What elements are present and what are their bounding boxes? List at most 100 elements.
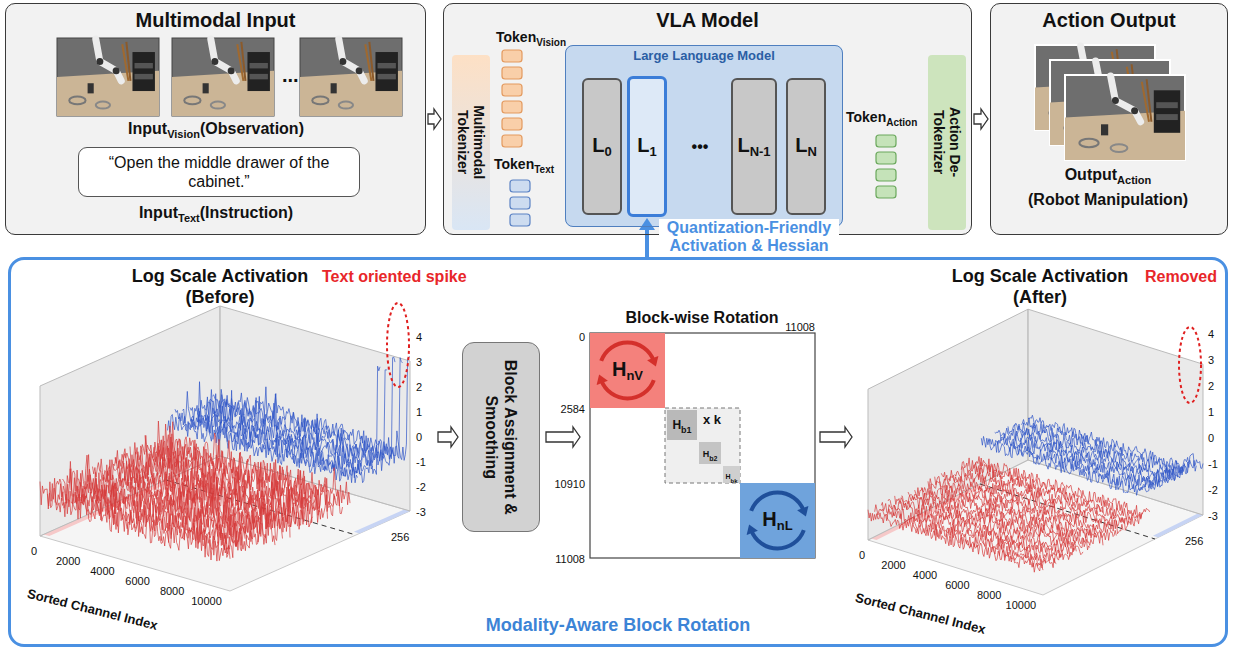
plate: [312, 97, 328, 105]
chart-title: Log Scale Activation: [132, 266, 308, 286]
drawer: [135, 74, 153, 79]
label-group: 0: [416, 427, 422, 445]
layer-index: N: [807, 144, 816, 159]
robot-scene: [57, 38, 159, 116]
connector-line: [645, 229, 649, 259]
robot-joint: [1112, 97, 1119, 104]
bottle: [331, 83, 337, 93]
panel-fill: [443, 3, 972, 235]
label-group: 8000: [977, 585, 1001, 603]
callout-note: Removed: [1145, 268, 1217, 285]
panel-fills: [5, 3, 1228, 647]
input-label: Input: [139, 204, 178, 221]
highlight-ellipse: [1179, 327, 1201, 403]
axis-tick: 3: [1208, 354, 1214, 366]
activation-surface: [63, 469, 253, 551]
vision-token: [502, 50, 522, 62]
plate: [184, 97, 200, 105]
connector-arrow: [974, 109, 988, 129]
robot-joint: [96, 58, 103, 65]
label-group: 2000: [56, 551, 80, 569]
connector-arrow: [428, 109, 441, 129]
axis-tick: 10910: [554, 478, 585, 490]
axis-tick: 6000: [125, 575, 149, 587]
vision-token: [502, 101, 522, 113]
label-group: (Before): [185, 287, 254, 308]
layer-name: L: [737, 134, 749, 156]
cabinet: [132, 52, 154, 91]
scene-frame: [57, 38, 159, 116]
activation-chart: [868, 309, 1203, 595]
chart-title: Log Scale Activation: [952, 266, 1128, 286]
action-token: [876, 169, 896, 181]
axis-tick: -3: [416, 506, 426, 518]
drawer: [1156, 102, 1178, 108]
label-group: 2: [416, 377, 422, 395]
matrix-frame: [590, 333, 815, 558]
table: [1065, 111, 1185, 160]
robot-joint: [228, 67, 235, 74]
rotation-arc: [751, 530, 804, 548]
label-group: 6000: [125, 571, 149, 589]
stick: [365, 44, 371, 81]
activation-surface: [40, 482, 230, 562]
block-symbol: H: [725, 472, 730, 479]
axis-tick: 0: [31, 545, 37, 557]
stick: [122, 44, 128, 81]
rotation-matrix: [590, 333, 815, 558]
input-label: (Instruction): [200, 204, 293, 221]
label-group: 1: [416, 402, 422, 420]
stick: [237, 44, 243, 81]
rotation-arrowhead: [797, 506, 808, 516]
label-group: -1: [1208, 454, 1218, 472]
label-group: 256: [1185, 531, 1203, 549]
scene-frame: [300, 38, 402, 116]
rotation-arc: [601, 343, 654, 361]
block-assignment-box: Block Assignment & Smoothing: [462, 342, 540, 532]
label-group: 8000: [160, 581, 184, 599]
axis-tick: 4000: [913, 569, 937, 581]
axis-tick: 256: [391, 531, 409, 543]
layer-name: L: [592, 134, 604, 156]
node-title: Multimodal Input: [136, 9, 296, 32]
label-group: 4000: [913, 565, 937, 583]
robot-joint: [1131, 107, 1138, 114]
label-group: (After): [1013, 287, 1067, 308]
axis-tick: -1: [1208, 458, 1218, 470]
label-group: Log Scale Activation: [952, 266, 1128, 287]
table: [172, 71, 274, 116]
label-group: Hb2: [703, 443, 718, 463]
drawer: [378, 74, 396, 79]
instruction-box: “Open the middle drawer of the cabinet.”: [78, 147, 360, 197]
robot-joint: [113, 67, 120, 74]
node-title: Action Output: [1042, 9, 1175, 32]
layer-index: 0: [604, 144, 611, 159]
axis-tick: 0: [1208, 432, 1214, 444]
label-group: 1: [1208, 402, 1214, 420]
rotation-arrowhead: [647, 356, 658, 367]
panel-fill: [565, 45, 843, 227]
subscript: Text: [534, 164, 554, 175]
axis-tick: 11008: [555, 553, 585, 565]
panel-fill: [990, 3, 1228, 235]
subscript: Vision: [536, 37, 566, 48]
axis-tick: -1: [416, 456, 426, 468]
layer-label: L0: [592, 134, 611, 159]
token-label: Token: [496, 29, 536, 45]
drawer: [378, 63, 396, 68]
block-symbol: H: [672, 418, 681, 432]
axis-tick: 256: [1185, 535, 1203, 547]
vision-token: [502, 135, 522, 147]
layer-block: LN: [786, 78, 826, 215]
node-title: VLA Model: [656, 9, 759, 32]
panel-fill: [8, 257, 1228, 647]
robot-arm: [1111, 76, 1141, 122]
axis-tick: 4000: [90, 565, 114, 577]
panel-fill: [5, 3, 426, 235]
subscript: b2: [709, 455, 717, 462]
arrowhead: [639, 218, 655, 230]
drawer: [1156, 114, 1178, 120]
edge-label: Quantization-Friendly Activation & Hessi…: [667, 219, 831, 254]
block-symbol: H: [762, 507, 776, 529]
subscript: nV: [626, 368, 643, 383]
